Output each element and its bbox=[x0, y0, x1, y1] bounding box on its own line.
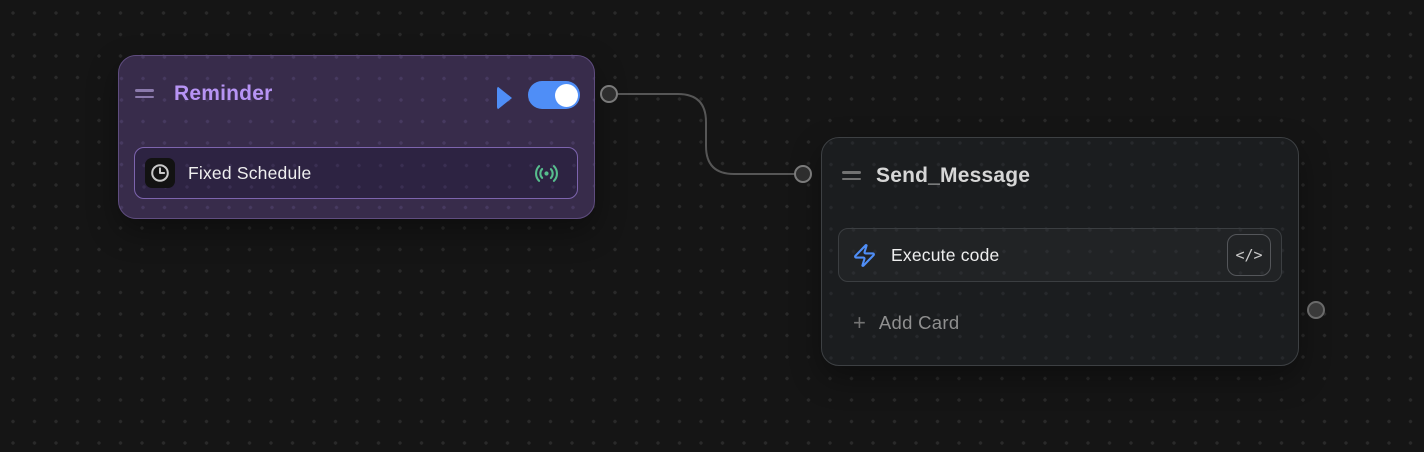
connection-edge bbox=[609, 93, 803, 175]
node-reminder[interactable]: Reminder Fixed Schedule bbox=[118, 55, 595, 219]
output-port-send-message[interactable] bbox=[1307, 301, 1325, 319]
card-fixed-schedule[interactable]: Fixed Schedule bbox=[134, 147, 578, 199]
input-port-send-message[interactable] bbox=[794, 165, 812, 183]
play-button[interactable] bbox=[497, 86, 512, 110]
add-card-label: Add Card bbox=[878, 312, 960, 333]
drag-handle-icon[interactable] bbox=[135, 89, 154, 98]
node-title: Reminder bbox=[174, 82, 273, 105]
toggle-knob bbox=[554, 83, 578, 107]
zap-icon bbox=[852, 243, 877, 268]
clock-icon bbox=[145, 158, 175, 188]
add-card-button[interactable]: + Add Card bbox=[853, 308, 959, 338]
card-label: Fixed Schedule bbox=[188, 162, 312, 183]
output-port-reminder[interactable] bbox=[600, 85, 618, 103]
card-label: Execute code bbox=[891, 244, 1000, 265]
broadcast-icon bbox=[534, 161, 559, 186]
node-send-message[interactable]: Send_Message Execute code </> + Add Card bbox=[821, 137, 1299, 366]
plus-icon: + bbox=[853, 310, 866, 335]
enable-toggle[interactable] bbox=[528, 81, 580, 109]
code-icon: </> bbox=[1235, 246, 1263, 264]
code-icon-button[interactable]: </> bbox=[1227, 234, 1271, 276]
drag-handle-icon[interactable] bbox=[842, 171, 861, 180]
card-execute-code[interactable]: Execute code </> bbox=[838, 228, 1282, 282]
node-title: Send_Message bbox=[876, 164, 1031, 187]
